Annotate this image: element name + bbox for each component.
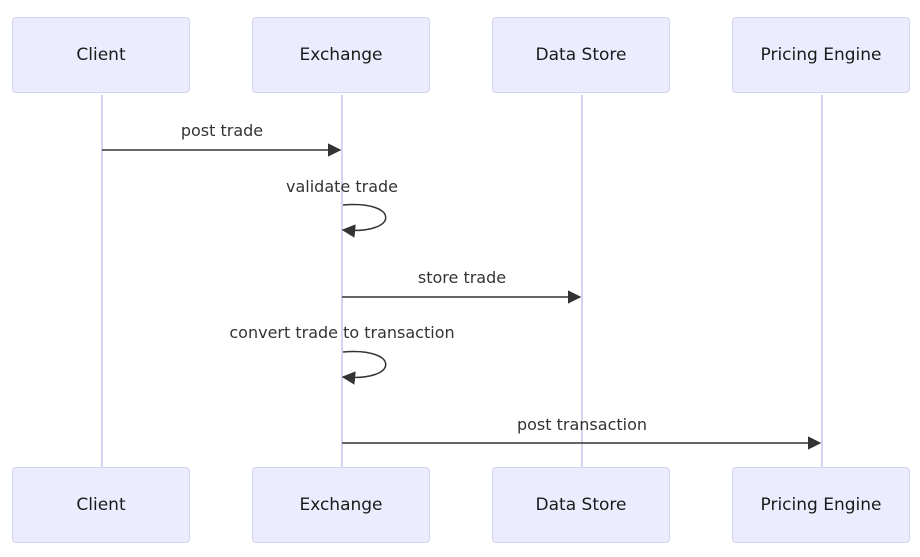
actor-pricing-bottom: Pricing Engine xyxy=(732,467,910,543)
actor-exchange-top: Exchange xyxy=(252,17,430,93)
actor-label: Pricing Engine xyxy=(760,495,882,515)
actor-client-bottom: Client xyxy=(12,467,190,543)
actor-label: Exchange xyxy=(299,495,383,515)
actor-client-top: Client xyxy=(12,17,190,93)
actor-datastore-top: Data Store xyxy=(492,17,670,93)
actor-label: Client xyxy=(76,495,126,515)
message-label-validate-trade: validate trade xyxy=(286,177,398,196)
message-arrow-convert-trade xyxy=(341,350,387,385)
lifeline-exchange xyxy=(341,95,343,467)
actor-exchange-bottom: Exchange xyxy=(252,467,430,543)
message-label-post-transaction: post transaction xyxy=(516,415,648,434)
message-label-convert-trade: convert trade to transaction xyxy=(229,323,455,342)
actor-label: Client xyxy=(76,45,126,65)
message-label-post-trade: post trade xyxy=(180,121,264,140)
actor-label: Pricing Engine xyxy=(760,45,882,65)
actor-pricing-top: Pricing Engine xyxy=(732,17,910,93)
actor-label: Data Store xyxy=(535,495,627,515)
actor-label: Data Store xyxy=(535,45,627,65)
lifeline-pricing xyxy=(821,95,823,467)
lifeline-datastore xyxy=(581,95,583,467)
actor-datastore-bottom: Data Store xyxy=(492,467,670,543)
message-arrow-validate-trade xyxy=(341,203,387,238)
message-label-store-trade: store trade xyxy=(417,268,507,287)
lifeline-client xyxy=(101,95,103,467)
actor-label: Exchange xyxy=(299,45,383,65)
